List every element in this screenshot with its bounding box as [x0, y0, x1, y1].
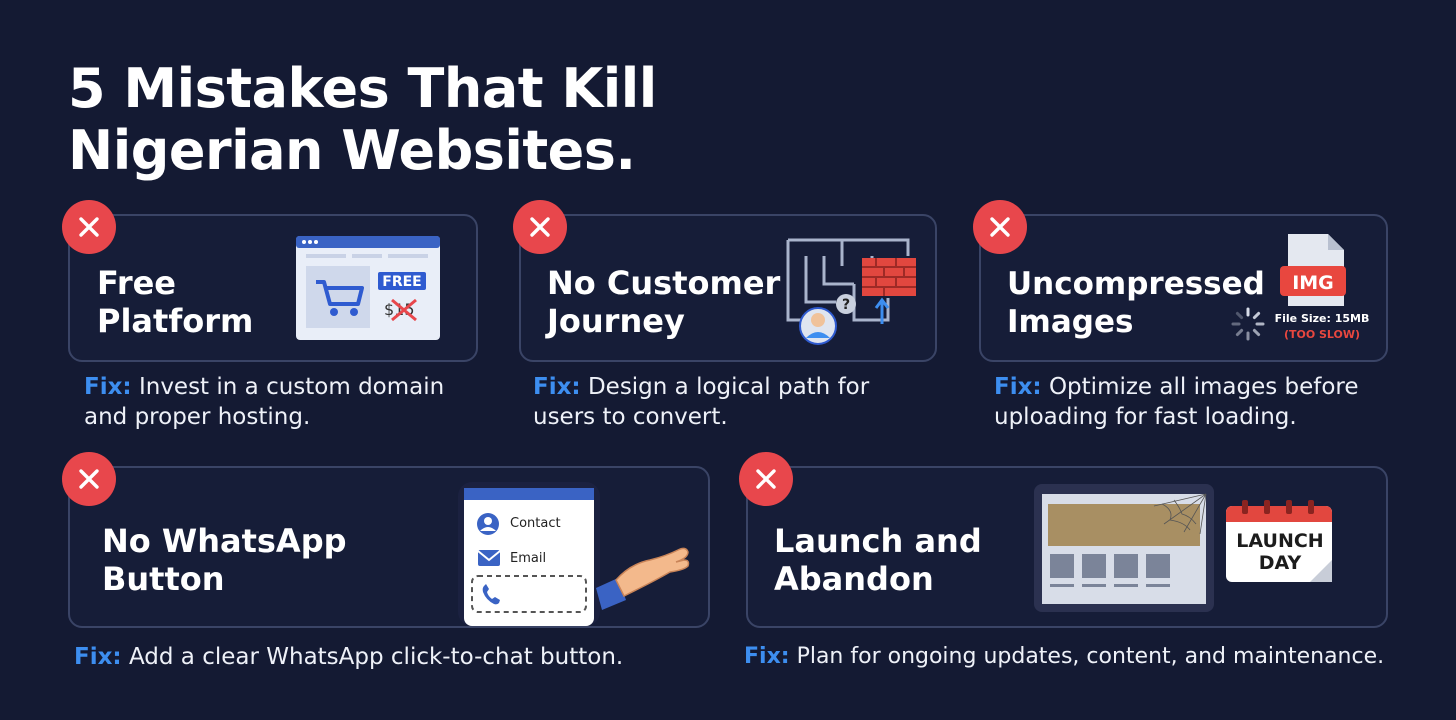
phone-icon — [482, 584, 500, 605]
contact-label: Contact — [510, 516, 561, 531]
title-line-2: Nigerian Websites. — [68, 119, 636, 182]
fix-text: Fix: Invest in a custom domain and prope… — [84, 374, 445, 430]
too-slow-label: (TOO SLOW) — [1283, 328, 1361, 341]
laptop-icon — [1034, 484, 1214, 612]
browser-illustration — [296, 236, 440, 340]
fix-label: Fix: — [744, 644, 790, 669]
file-size-label: File Size: 15MB — [1274, 312, 1370, 325]
fix-text: Fix: Plan for ongoing updates, content, … — [744, 644, 1385, 669]
close-icon — [79, 469, 99, 489]
card-no-whatsapp-button — [68, 466, 710, 628]
img-tag: IMG — [1292, 272, 1334, 294]
card-title: No WhatsApp Button — [102, 522, 347, 598]
cobweb-icon — [1153, 493, 1207, 535]
free-tag: FREE — [382, 274, 422, 290]
close-icon — [79, 217, 99, 237]
phone-illustration — [458, 482, 600, 626]
brick-wall-icon — [862, 258, 916, 296]
mistake-badge — [513, 200, 567, 254]
maze-illustration: ? — [786, 238, 916, 345]
title-line-1: 5 Mistakes That Kill — [68, 57, 657, 120]
email-icon — [477, 550, 501, 566]
card-title: Free Platform — [97, 264, 254, 340]
hand-icon — [596, 547, 690, 610]
shopping-cart-icon — [316, 280, 364, 316]
mistake-badge — [62, 452, 116, 506]
card-title: No Customer Journey — [547, 264, 781, 340]
fix-text: Fix: Design a logical path for users to … — [533, 374, 870, 430]
mistake-badge — [62, 200, 116, 254]
close-icon — [530, 217, 550, 237]
fix-text: Fix: Optimize all images before uploadin… — [994, 374, 1359, 430]
user-icon — [799, 307, 837, 345]
card-title: Launch and Abandon — [774, 522, 982, 598]
calendar-icon — [1226, 500, 1332, 582]
email-label: Email — [510, 551, 547, 566]
card-title: Uncompressed Images — [1007, 266, 1265, 340]
fix-label: Fix: — [74, 644, 122, 670]
price-strikethrough: $15 — [384, 298, 424, 322]
close-icon — [990, 217, 1010, 237]
user-icon — [477, 513, 499, 535]
fix-text: Fix: Add a clear WhatsApp click-to-chat … — [74, 644, 624, 670]
close-icon — [756, 469, 776, 489]
fix-label: Fix: — [533, 374, 581, 400]
fix-label: Fix: — [84, 374, 132, 400]
page-title: 5 Mistakes That Kill Nigerian Websites. — [68, 58, 657, 182]
question-mark: ? — [842, 297, 850, 313]
mistake-badge — [973, 200, 1027, 254]
fix-label: Fix: — [994, 374, 1042, 400]
image-file-icon — [1280, 234, 1346, 306]
calendar-text: LAUNCH DAY — [1236, 530, 1324, 574]
mistake-badge — [739, 452, 793, 506]
loading-spinner-icon — [1231, 307, 1265, 341]
